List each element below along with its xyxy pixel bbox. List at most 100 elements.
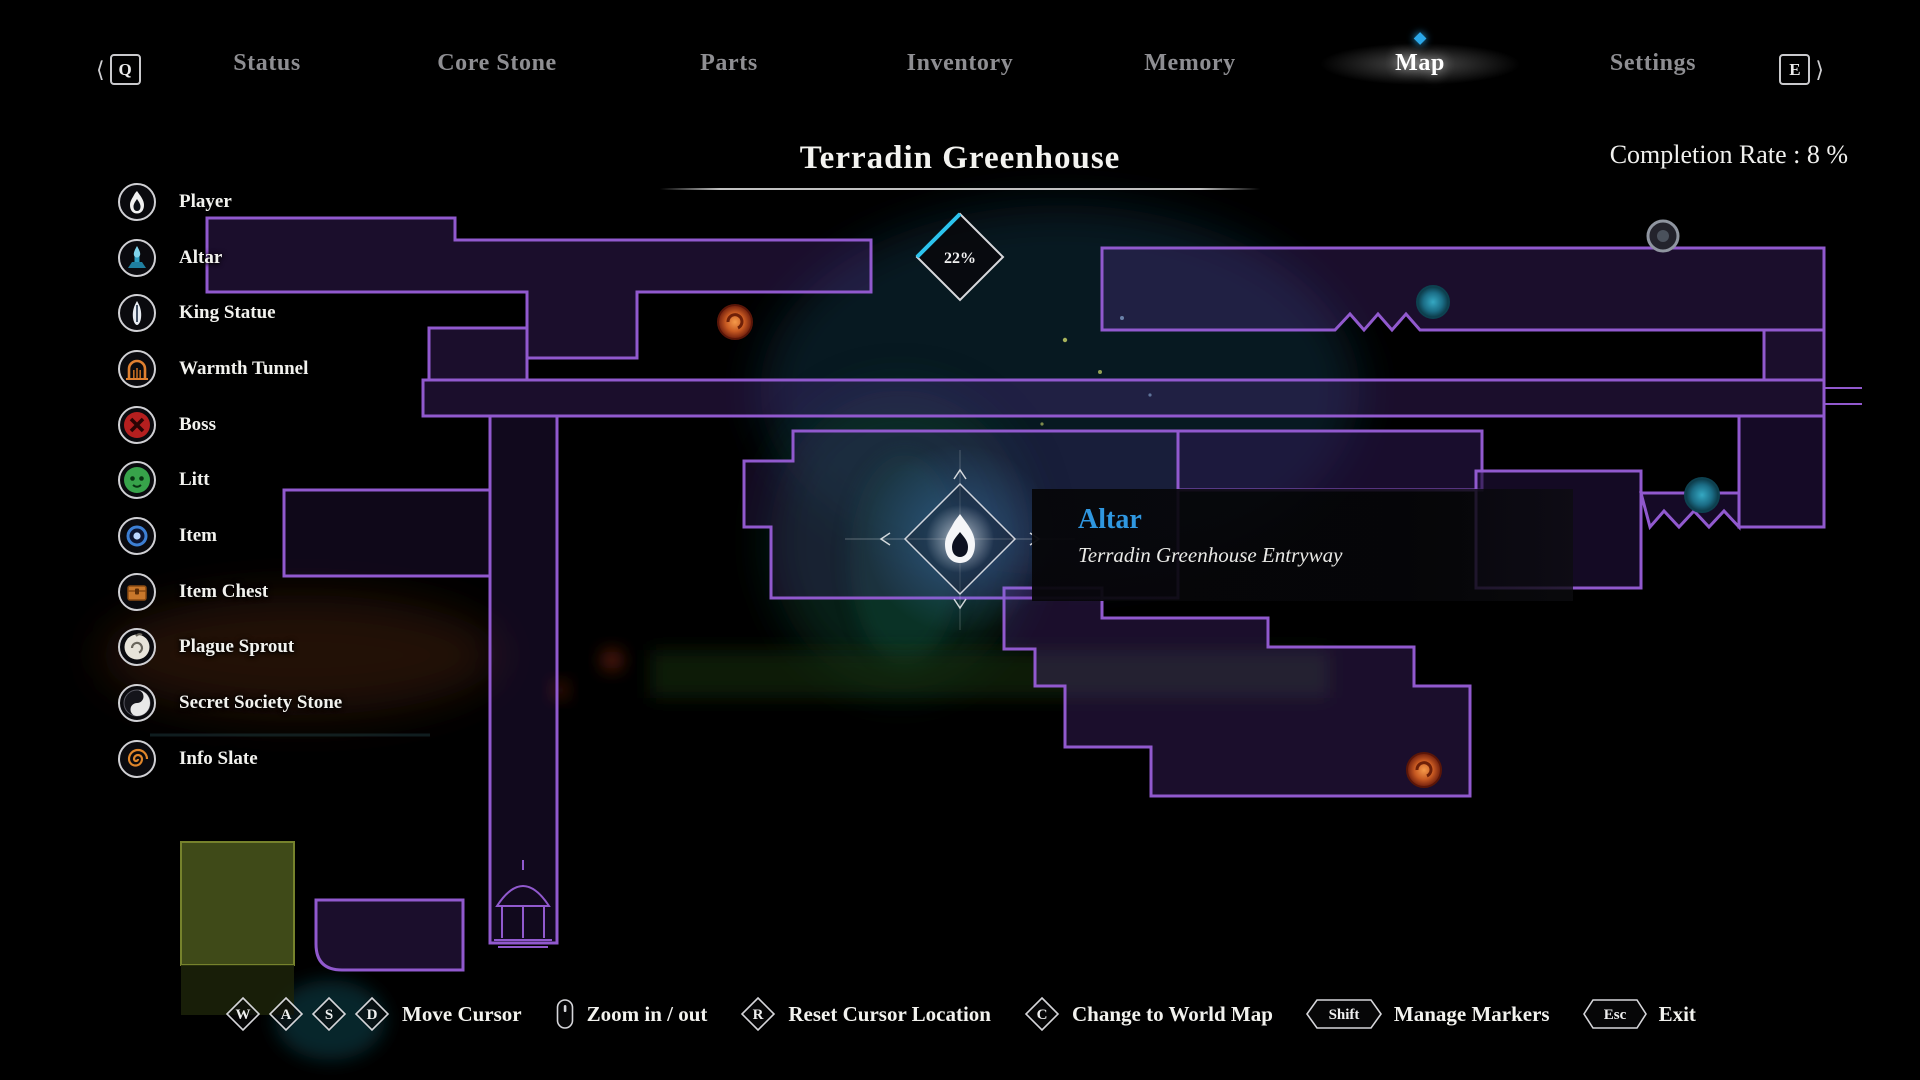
legend-label: King Statue <box>179 302 276 324</box>
angle-right-icon: ⟩ <box>1815 57 1824 82</box>
plague-sprout-icon <box>118 628 156 667</box>
boss-icon <box>118 405 156 444</box>
svg-text:R: R <box>753 1007 764 1023</box>
legend-label: Item <box>179 524 217 546</box>
completion-rate: Completion Rate : 8 % <box>1609 140 1848 169</box>
legend-label: Litt <box>179 469 210 491</box>
control-move-cursor: W A S D Move Cursor <box>224 995 522 1033</box>
mouse-icon <box>556 999 573 1029</box>
legend-item-item: Item <box>117 508 342 564</box>
tab-inventory[interactable]: Inventory <box>906 50 1014 76</box>
tab-map-label: Map <box>1395 50 1445 76</box>
zone-completion-value: 22% <box>944 250 976 267</box>
legend-item-boss: Boss <box>117 397 342 453</box>
control-exit: Esc Exit <box>1582 998 1696 1030</box>
map-tooltip: Altar Terradin Greenhouse Entryway <box>1032 489 1573 601</box>
tab-parts[interactable]: Parts <box>700 50 758 76</box>
map-room <box>1762 328 1826 382</box>
map-room <box>1176 429 1484 492</box>
key-q: Q <box>109 54 141 85</box>
legend-label: Plague Sprout <box>179 636 295 658</box>
legend-label: Altar <box>179 246 223 268</box>
prev-tab-key[interactable]: ⟨ Q <box>96 54 141 85</box>
svg-text:Esc: Esc <box>1603 1007 1626 1023</box>
player-flame-icon <box>118 182 156 221</box>
svg-text:D: D <box>367 1007 378 1023</box>
legend-label: Boss <box>179 413 216 435</box>
tab-memory[interactable]: Memory <box>1144 50 1236 76</box>
legend-item-warmth-tunnel: Warmth Tunnel <box>117 341 342 397</box>
legend-label: Player <box>179 190 232 212</box>
svg-text:A: A <box>281 1007 292 1023</box>
legend-item-plague-sprout: Plague Sprout <box>117 620 342 676</box>
map-legend: Player Altar King Statue <box>117 174 342 787</box>
info-slate-icon <box>118 739 156 778</box>
map-room <box>1737 414 1826 529</box>
svg-text:S: S <box>325 1007 333 1023</box>
svg-text:C: C <box>1037 1007 1048 1023</box>
king-statue-icon <box>118 294 156 333</box>
key-c-icon: C <box>1024 996 1060 1032</box>
legend-label: Info Slate <box>179 747 258 769</box>
map-marker-creature <box>1416 285 1450 319</box>
legend-item-altar: Altar <box>117 230 342 286</box>
map-room-green <box>180 841 295 1015</box>
map-room <box>1002 586 1472 798</box>
map-marker-plague-sprout <box>717 304 753 340</box>
litt-icon <box>118 461 156 500</box>
key-shift-icon: Shift <box>1305 999 1382 1029</box>
control-zoom: Zoom in / out <box>554 996 708 1032</box>
legend-item-secret-society-stone: Secret Society Stone <box>117 675 342 731</box>
map-room <box>427 326 529 382</box>
map-marker-creature <box>1684 477 1720 513</box>
title-underline <box>660 188 1260 190</box>
control-label: Zoom in / out <box>586 1001 708 1026</box>
key-w-icon: W <box>225 996 261 1032</box>
legend-label: Item Chest <box>179 580 269 602</box>
key-r-icon: R <box>741 996 776 1032</box>
map-room <box>421 378 1826 418</box>
legend-item-litt: Litt <box>117 452 342 508</box>
secret-society-stone-icon <box>118 684 156 723</box>
legend-label: Warmth Tunnel <box>179 357 309 379</box>
controls-bar: W A S D Move Cursor <box>0 992 1920 1036</box>
key-e: E <box>1779 54 1811 85</box>
svg-text:Shift: Shift <box>1328 1007 1359 1023</box>
map-marker-plague-sprout <box>1406 752 1442 788</box>
tab-settings[interactable]: Settings <box>1609 50 1697 76</box>
svg-text:W: W <box>236 1007 251 1023</box>
item-chest-icon <box>118 572 156 611</box>
control-label: Reset Cursor Location <box>788 1001 991 1026</box>
key-d-icon: D <box>354 996 390 1032</box>
legend-item-player: Player <box>117 174 342 230</box>
tab-core-stone[interactable]: Core Stone <box>437 50 557 76</box>
warmth-tunnel-icon <box>118 349 156 388</box>
map-markers <box>717 219 1720 788</box>
key-a-icon: A <box>268 996 304 1032</box>
map-room <box>205 216 873 360</box>
player-position-flame <box>945 514 975 563</box>
map-room <box>488 414 559 945</box>
tooltip-subtitle: Terradin Greenhouse Entryway <box>1078 543 1343 567</box>
next-tab-key[interactable]: E ⟩ <box>1779 54 1824 85</box>
legend-item-item-chest: Item Chest <box>117 564 342 620</box>
map-room <box>314 898 465 972</box>
tab-map[interactable]: Map <box>1320 32 1520 85</box>
page-title: Terradin Greenhouse <box>799 140 1121 176</box>
tab-status[interactable]: Status <box>233 50 301 76</box>
key-esc-icon: Esc <box>1582 999 1647 1029</box>
tooltip-title: Altar <box>1078 504 1142 535</box>
control-manage-markers: Shift Manage Markers <box>1305 998 1550 1030</box>
control-label: Exit <box>1658 1001 1696 1026</box>
control-world-map: C Change to World Map <box>1023 995 1273 1033</box>
angle-left-icon: ⟨ <box>96 57 105 82</box>
legend-item-king-statue: King Statue <box>117 285 342 341</box>
map-rooms <box>205 216 1862 972</box>
map-room <box>282 488 492 578</box>
map-gazebo <box>494 860 552 948</box>
item-icon <box>118 516 156 555</box>
legend-label: Secret Society Stone <box>179 692 343 714</box>
map-cursor[interactable] <box>845 444 1075 634</box>
control-label: Change to World Map <box>1071 1001 1273 1026</box>
